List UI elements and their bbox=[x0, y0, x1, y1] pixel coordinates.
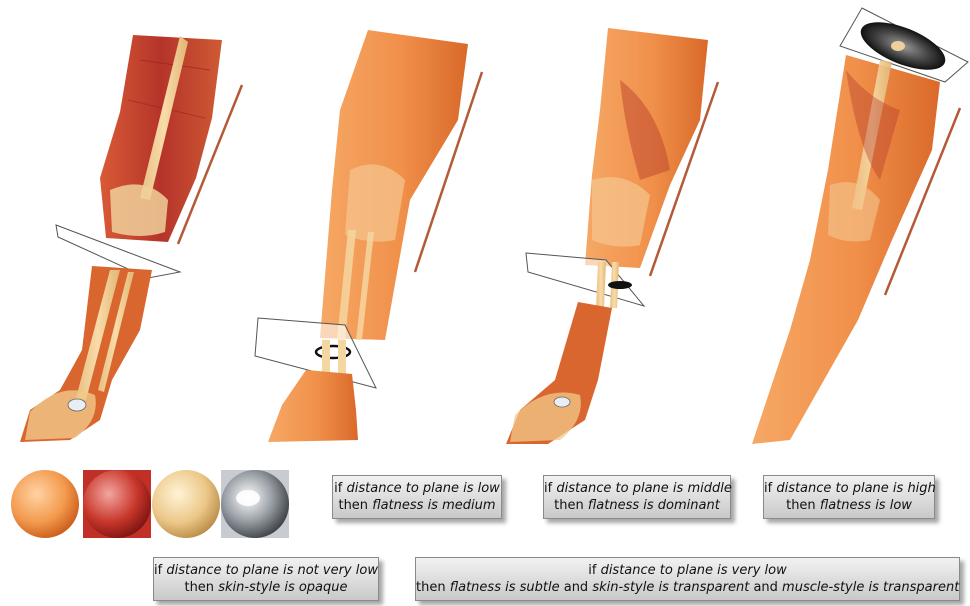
leg-3-knee-bones bbox=[592, 177, 650, 247]
leg-4-very-low-distance bbox=[752, 8, 968, 444]
rule-box-skin-opaque: if distance to plane is not very low the… bbox=[153, 557, 379, 601]
leg-3-bone-cross-section bbox=[608, 281, 632, 289]
leg-2-foot bbox=[268, 370, 358, 442]
leg-4-skin bbox=[752, 55, 940, 444]
rule-box-very-low: if distance to plane is very low then fl… bbox=[415, 557, 960, 601]
rule-box-middle: if distance to plane is middle then flat… bbox=[543, 475, 731, 519]
rule-line-condition: if distance to plane is high bbox=[764, 480, 934, 497]
rule-box-low: if distance to plane is low then flatnes… bbox=[332, 475, 502, 519]
rule-line-consequence: then skin-style is opaque bbox=[154, 579, 378, 596]
rule-line-consequence: then flatness is medium bbox=[333, 497, 501, 514]
leg-3-ankle-marker bbox=[554, 397, 570, 407]
rule-line-condition: if distance to plane is not very low bbox=[154, 562, 378, 579]
rule-line-consequence: then flatness is low bbox=[764, 497, 934, 514]
material-spheres bbox=[11, 470, 289, 538]
rule-line-condition: if distance to plane is low bbox=[333, 480, 501, 497]
bone-material-sphere bbox=[152, 470, 220, 538]
rule-line-consequence: then flatness is subtle and skin-style i… bbox=[416, 579, 959, 596]
leg-2-middle-distance bbox=[255, 30, 482, 442]
leg-4-femur-section bbox=[891, 41, 905, 51]
muscle-material-sphere bbox=[83, 470, 151, 538]
rule-line-consequence: then flatness is dominant bbox=[544, 497, 730, 514]
leg-3-foot-bones bbox=[510, 393, 581, 443]
rule-box-high: if distance to plane is high then flatne… bbox=[763, 475, 935, 519]
leg-1-low-distance bbox=[20, 35, 242, 442]
leg-3-high-distance bbox=[506, 28, 718, 444]
rule-line-condition: if distance to plane is very low bbox=[416, 562, 959, 579]
leg-1-ankle-marker bbox=[68, 399, 86, 411]
skin-material-sphere bbox=[11, 470, 79, 538]
leg-1-foot-bones bbox=[25, 390, 96, 440]
rule-line-condition: if distance to plane is middle bbox=[544, 480, 730, 497]
